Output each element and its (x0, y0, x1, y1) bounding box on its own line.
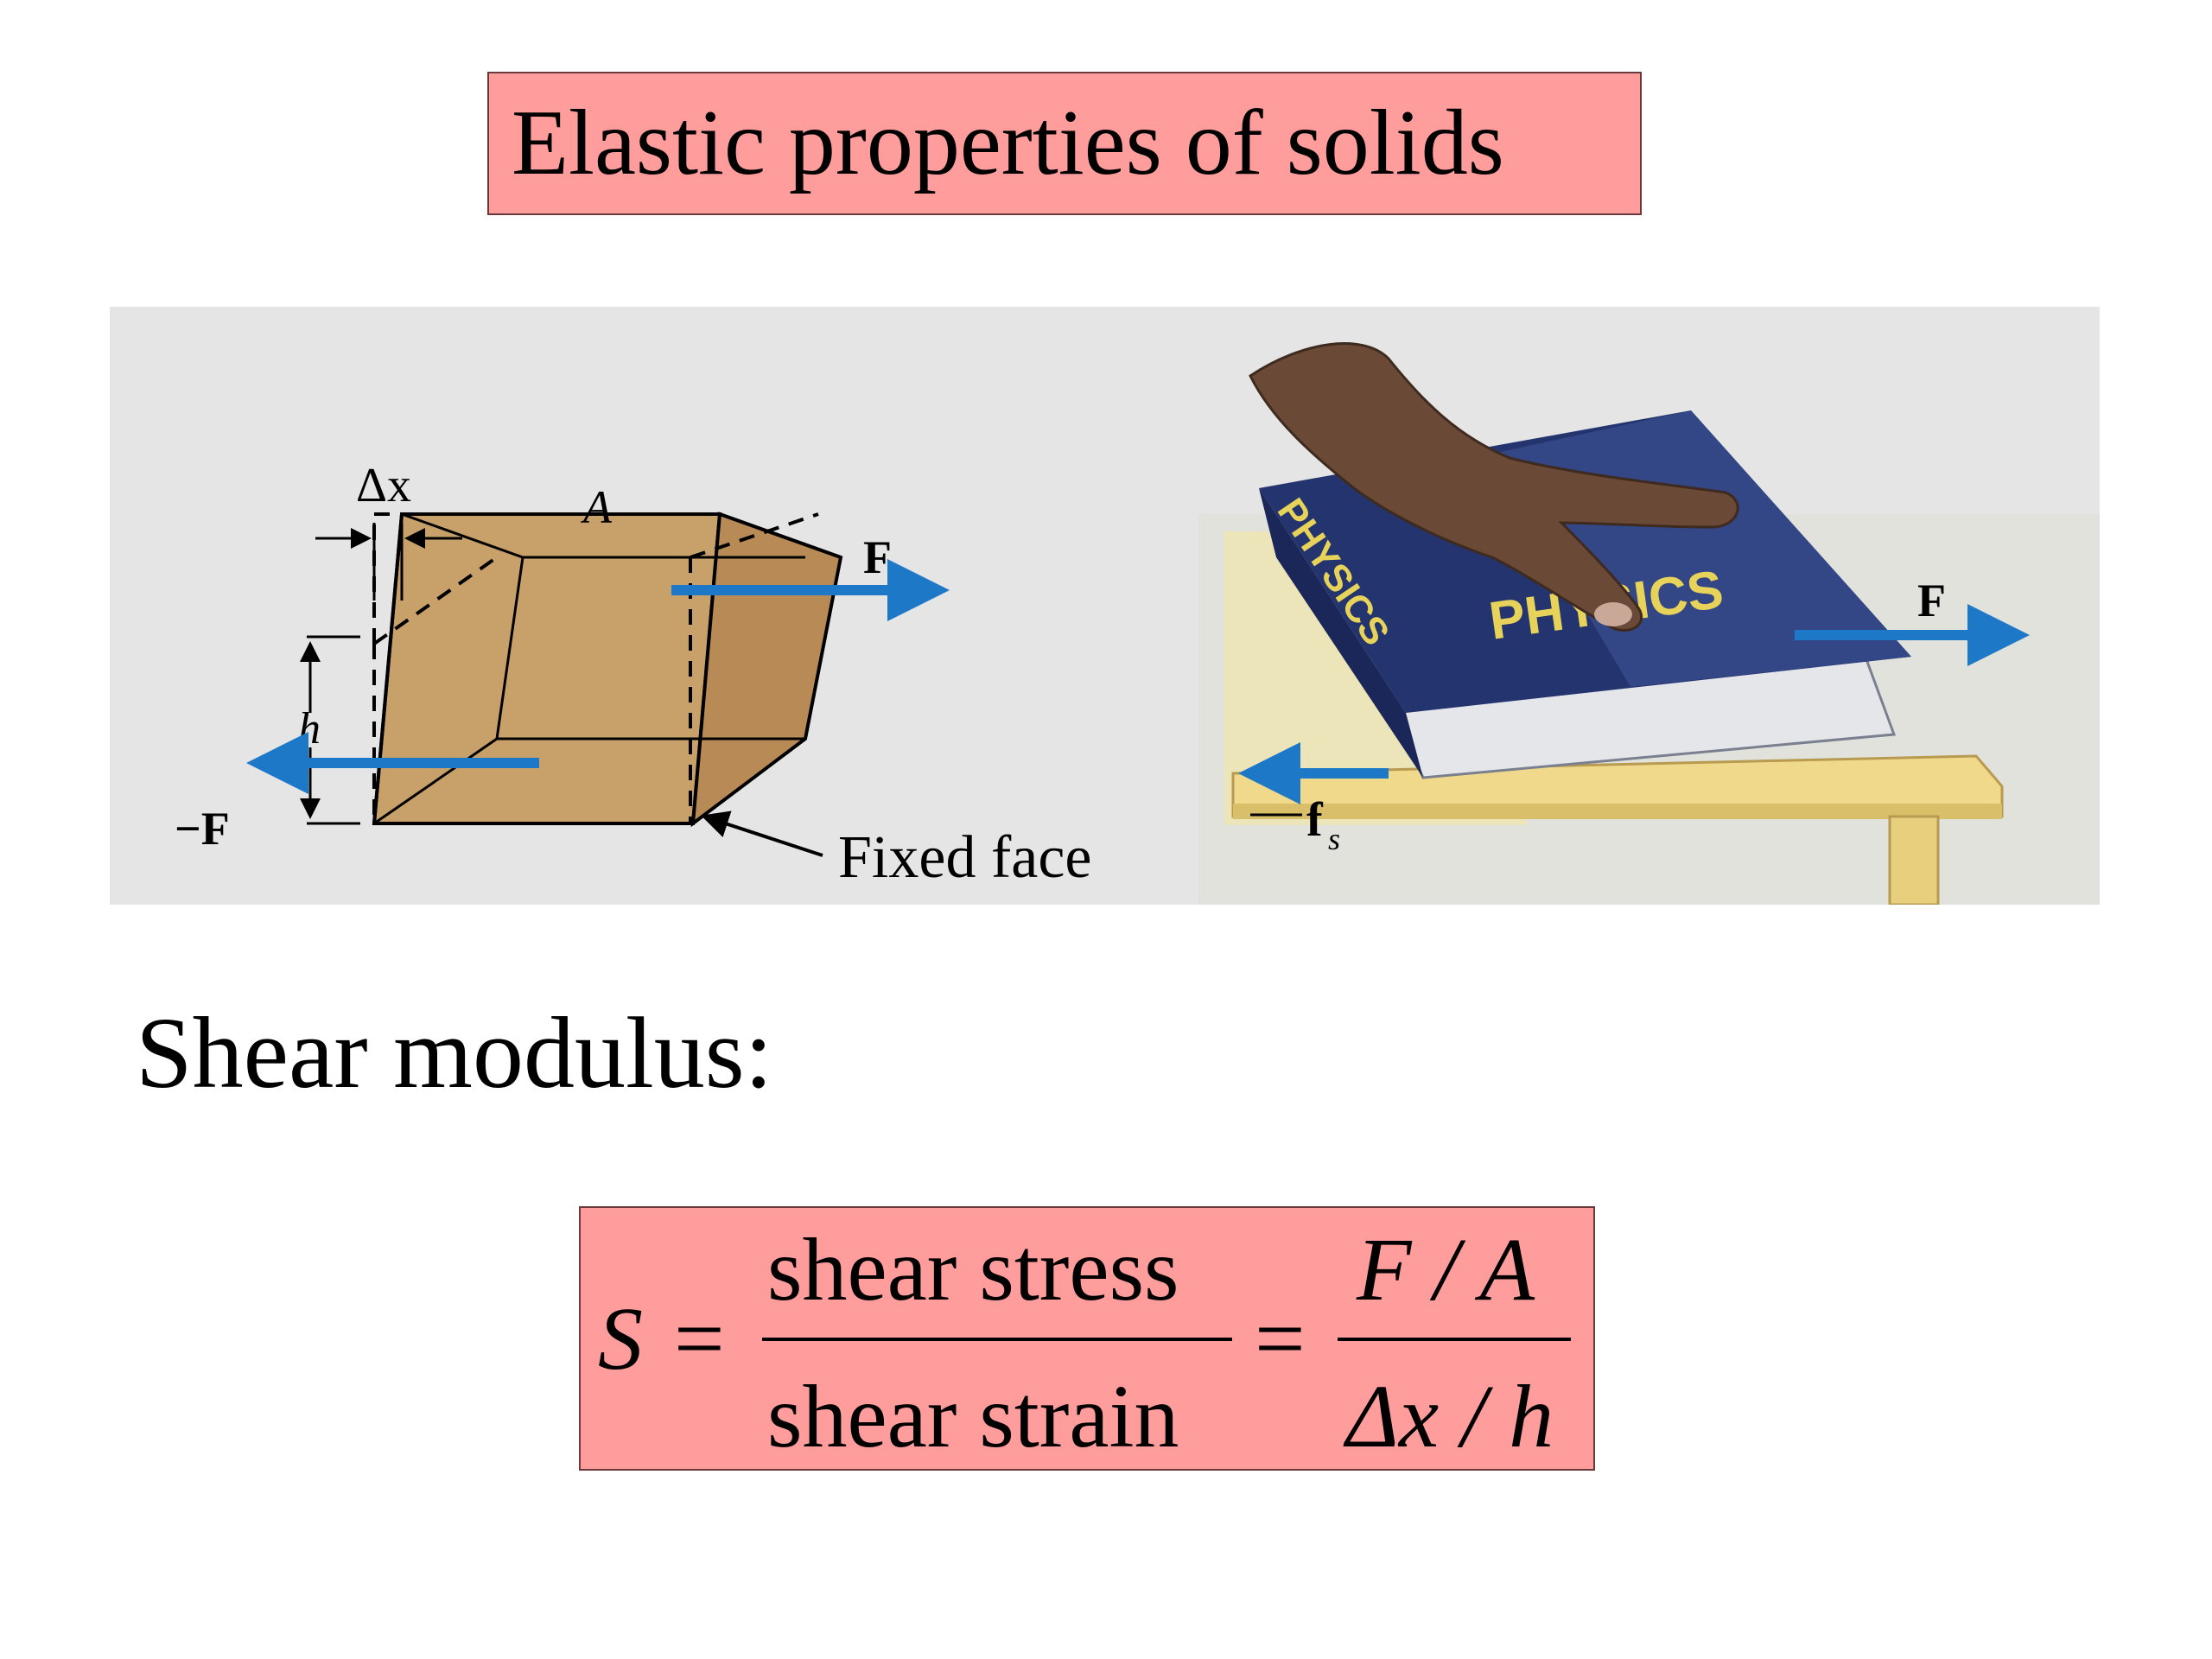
shear-diagrams: Δx A h F −F Fixed face (175, 342, 2100, 905)
label-height: h (298, 704, 321, 753)
friction-label: f (1306, 793, 1324, 847)
shear-modulus-formula: S = shear stress shear strain = F / A Δx… (579, 1206, 1595, 1471)
label-dx: Δx (356, 459, 411, 512)
shear-figure-panel: Δx A h F −F Fixed face (110, 307, 2100, 905)
friction-label-sub: s (1328, 822, 1340, 856)
formula-frac1-numerator: shear stress (767, 1220, 1179, 1319)
block-right-face (690, 512, 843, 828)
formula-equals-1: = (674, 1289, 725, 1389)
edge-inner-vertical (495, 556, 524, 740)
formula-frac1-denominator: shear strain (767, 1367, 1179, 1466)
formula-frac2-line (1338, 1338, 1571, 1341)
slide-title-box: Elastic properties of solids (487, 72, 1642, 215)
hand (1249, 342, 1739, 632)
label-fixed-face: Fixed face (838, 824, 1091, 891)
section-heading: Shear modulus: (136, 996, 773, 1109)
formula-frac2-numerator: F / A (1357, 1220, 1535, 1319)
table-leg (1888, 815, 1940, 905)
label-neg-force: −F (175, 803, 230, 855)
fixed-face-pointer (701, 810, 823, 857)
slide-title: Elastic properties of solids (512, 92, 1504, 194)
book-spine (1259, 488, 1423, 778)
formula-equals-2: = (1255, 1289, 1306, 1389)
formula-frac2-denominator: Δx / h (1346, 1367, 1554, 1466)
block-front-sheared (372, 512, 722, 825)
formula-frac1-line (762, 1338, 1232, 1341)
shear-block-diagram: Δx A h F −F Fixed face (175, 459, 1091, 891)
label-force: F (863, 531, 892, 583)
book-on-table-illustration: PHYSICS PHYSICS F f s (1198, 342, 2100, 905)
edge-inner-diagonal (373, 737, 498, 825)
formula-lhs: S (598, 1289, 643, 1389)
book-label-force: F (1917, 575, 1946, 626)
label-area: A (581, 481, 613, 533)
table-edge (1233, 804, 2002, 819)
fingernail (1594, 602, 1632, 626)
edge-left (372, 513, 404, 824)
original-outline-dashed (372, 512, 819, 823)
